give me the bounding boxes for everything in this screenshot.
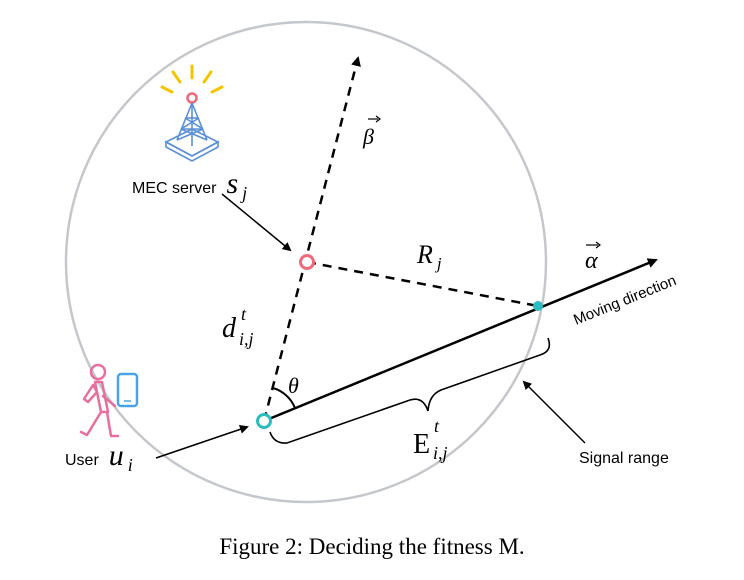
radius-subscript: j xyxy=(435,254,442,273)
beta-direction-line xyxy=(262,56,361,422)
radius-variable: R xyxy=(416,240,433,269)
signal-range-label: Signal range xyxy=(579,450,669,467)
exit-distance-label: E t i,j xyxy=(413,416,448,463)
alpha-vector-label: α xyxy=(585,241,601,274)
figure-caption: Figure 2: Deciding the fitness M. xyxy=(219,534,524,559)
mec-server-variable: s xyxy=(226,167,238,200)
distance-subscript: i,j xyxy=(239,329,254,349)
exit-distance-brace xyxy=(269,337,551,444)
distance-label: d t i,j xyxy=(222,304,254,349)
signal-range-circle xyxy=(64,20,548,504)
distance-variable: d xyxy=(222,313,237,344)
exit-subscript: i,j xyxy=(433,443,448,463)
walking-person-icon xyxy=(79,363,120,438)
exit-variable: E xyxy=(413,429,430,460)
server-pointer-arrow xyxy=(221,193,292,252)
mec-server-subscript: j xyxy=(240,183,247,203)
svg-text:MEC server s j: MEC server s j xyxy=(132,167,247,203)
exit-superscript: t xyxy=(434,416,440,436)
svg-text:User u i: User u i xyxy=(65,439,133,475)
smartphone-icon xyxy=(116,372,139,408)
theta-symbol: θ xyxy=(288,373,299,398)
svg-text:R j: R j xyxy=(416,240,442,273)
user-label: User xyxy=(65,452,99,469)
mec-server-label: MEC server xyxy=(132,180,217,197)
radius-line xyxy=(306,260,539,308)
server-point xyxy=(299,254,315,270)
user-pointer-arrow xyxy=(155,424,249,459)
alpha-symbol: α xyxy=(585,248,598,274)
distance-superscript: t xyxy=(241,304,247,324)
user-subscript: i xyxy=(128,455,133,475)
alpha-direction-line xyxy=(263,258,658,423)
signal-range-pointer-arrow xyxy=(522,380,586,444)
moving-direction-label: Moving direction xyxy=(571,272,679,329)
beta-symbol: β xyxy=(362,124,374,149)
user-variable: u xyxy=(109,439,124,472)
theta-arc xyxy=(272,387,296,409)
signal-edge-point xyxy=(533,301,543,311)
beta-vector-label: β xyxy=(362,115,381,149)
cell-tower-icon xyxy=(160,64,224,162)
user-point xyxy=(256,413,272,429)
